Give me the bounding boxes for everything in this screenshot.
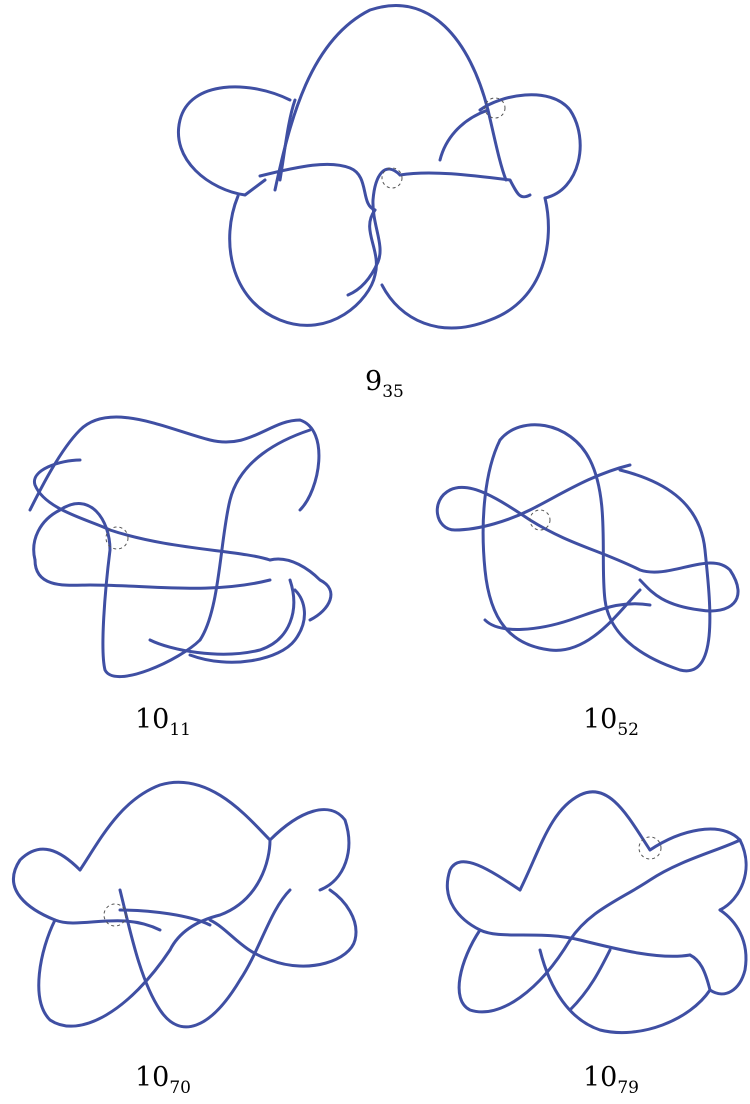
knot-strand xyxy=(448,485,740,613)
knot-strand xyxy=(148,578,296,656)
knot-strand xyxy=(198,428,312,642)
knot-10-11-svg xyxy=(28,415,333,679)
crossing-marker xyxy=(638,836,662,860)
knot-strand xyxy=(258,162,377,212)
knot-strand xyxy=(268,557,333,622)
knot-10-79-svg xyxy=(445,790,748,1035)
crossing-marker xyxy=(529,509,551,531)
knot-strand xyxy=(177,85,292,197)
knot-diagram-10-11 xyxy=(20,410,360,690)
knot-9-35-strands xyxy=(177,4,582,330)
knot-label-10-11: 1011 xyxy=(135,704,191,740)
knot-index: 70 xyxy=(169,1078,191,1098)
knot-label-10-79: 1079 xyxy=(583,1062,639,1098)
knot-index: 35 xyxy=(382,382,404,402)
crossing-marker xyxy=(105,526,129,550)
knot-strand xyxy=(273,4,508,192)
knot-strand xyxy=(498,423,712,673)
knot-9-35-svg xyxy=(177,4,582,330)
knot-label-9-35: 935 xyxy=(365,366,404,402)
knot-number: 10 xyxy=(583,704,618,735)
knot-number: 9 xyxy=(365,366,383,397)
knot-strand xyxy=(32,502,202,679)
knot-strand xyxy=(37,918,172,1028)
knot-strand xyxy=(118,908,212,927)
knot-index: 11 xyxy=(169,720,191,740)
knot-strand xyxy=(688,908,748,996)
knot-10-70-svg xyxy=(12,780,358,1029)
knot-10-52-svg xyxy=(435,423,740,673)
knot-10-11-strands xyxy=(28,415,333,679)
knot-strand xyxy=(118,888,292,1029)
knot-strand xyxy=(12,847,162,932)
knot-strand xyxy=(483,602,652,631)
knot-strand xyxy=(208,888,358,968)
knot-strand xyxy=(481,438,642,652)
knot-diagram-10-70 xyxy=(10,780,360,1040)
knot-10-70-strands xyxy=(12,780,358,1029)
knot-number: 10 xyxy=(583,1062,618,1093)
knot-strand xyxy=(438,108,490,162)
knot-strand xyxy=(33,458,272,562)
knot-strand xyxy=(435,463,632,532)
knot-label-10-70: 1070 xyxy=(135,1062,191,1098)
knot-10-52-strands xyxy=(435,423,740,673)
knot-number: 10 xyxy=(135,1062,170,1093)
crossing-marker xyxy=(381,167,403,189)
knot-strand xyxy=(538,948,712,1035)
knot-strand xyxy=(380,196,550,330)
knot-strand xyxy=(398,171,532,199)
knot-diagram-9-35 xyxy=(170,0,610,340)
knot-strand xyxy=(478,93,582,200)
knot-strand xyxy=(346,167,402,297)
knot-strand xyxy=(518,790,748,912)
knot-10-79-strands xyxy=(445,790,748,1035)
knot-strand xyxy=(228,194,378,327)
knot-index: 79 xyxy=(617,1078,639,1098)
knot-label-10-52: 1052 xyxy=(583,704,639,740)
knot-strand xyxy=(78,780,351,892)
crossing-marker xyxy=(103,903,127,927)
knot-strand xyxy=(33,558,272,590)
knot-strand xyxy=(168,838,272,952)
knot-strand xyxy=(278,98,297,182)
knot-diagram-10-79 xyxy=(440,790,750,1040)
knot-index: 52 xyxy=(617,720,639,740)
knot-strand xyxy=(28,415,321,512)
knot-number: 10 xyxy=(135,704,170,735)
crossing-marker xyxy=(484,97,506,119)
knot-strand xyxy=(568,948,612,1012)
knot-diagram-10-52 xyxy=(430,420,750,690)
knot-strand xyxy=(188,588,306,664)
knot-strand xyxy=(457,838,742,1014)
